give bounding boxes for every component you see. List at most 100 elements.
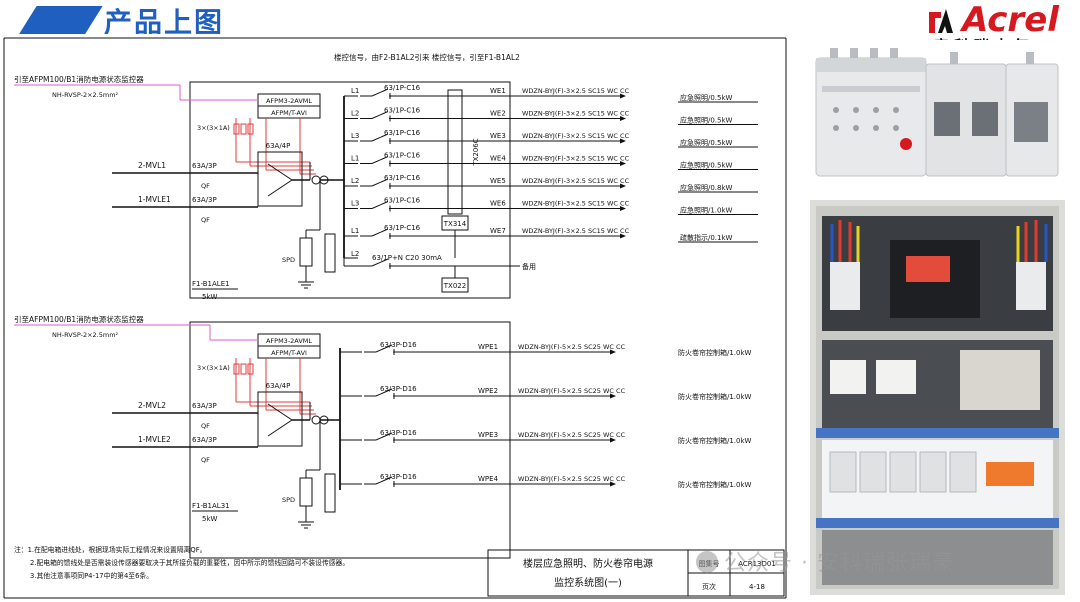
bms-signal-note: 楼控信号，由F2-B1AL2引来 楼控信号，引至F1-B1AL2 xyxy=(334,52,520,62)
note-line: 2.配电箱的馈线处是否需装设传感器要取决于其所接负载的重要性，因中所示的馈线回路… xyxy=(30,558,349,567)
breaker-2-label: 63A/3P xyxy=(192,196,217,204)
cable-spec: WDZN-BYJ(F)-3×2.5 SC15 WC CC xyxy=(522,177,630,185)
incoming-line-2: 1-MVLE2 xyxy=(138,435,171,444)
tx314-label: TX314 xyxy=(443,220,467,228)
wechat-icon xyxy=(696,551,718,573)
cable-spec: WDZN-BYJ(F)-5×2.5 SC25 WC CC xyxy=(518,387,626,395)
spare-breaker-rating: 63/1P+N C20 30mA xyxy=(372,254,442,262)
circuit-code: WE5 xyxy=(490,177,506,185)
breaker-rating: 63/1P-C16 xyxy=(384,152,421,160)
breaker-switch-blade xyxy=(371,133,389,142)
spd-symbol xyxy=(299,477,313,507)
phase-label: L1 xyxy=(351,87,359,95)
breaker-rating: 63/1P-C16 xyxy=(384,129,421,137)
breaker-switch-blade xyxy=(371,111,389,119)
breaker-switch-blade xyxy=(375,432,393,441)
breaker-rating: 63/3P-D16 xyxy=(380,429,417,437)
circuit-code: WE6 xyxy=(490,200,506,208)
cable-spec: NH-RVSP-2×2.5mm² xyxy=(52,91,119,99)
watermark: 公众号 · 安科瑞张瑞豪 xyxy=(696,545,955,577)
tx022-label: TX022 xyxy=(443,282,466,290)
page-label: 页次 xyxy=(702,582,716,591)
cable-spec: WDZN-BYJ(F)-3×2.5 SC15 WC CC xyxy=(522,132,630,140)
spd-label: SPD xyxy=(282,256,295,264)
circuit-code: WPE3 xyxy=(478,431,498,439)
current-transformer xyxy=(240,363,247,375)
qf-label: QF xyxy=(201,182,210,190)
arrow-head xyxy=(610,393,616,399)
arrow-head xyxy=(620,93,626,99)
incoming-line-1: 2-MVL1 xyxy=(138,161,166,170)
cable-spec: WDZN-BYJ(F)-3×2.5 SC15 WC CC xyxy=(522,155,630,163)
qf-label: QF xyxy=(201,422,210,430)
brand-name: Acrel xyxy=(962,0,1059,40)
monitor-label: 引至AFPM100/B1消防电源状态监控器 xyxy=(14,314,144,324)
circuit-code: WPE4 xyxy=(478,475,499,483)
incoming-line-2: 1-MVLE1 xyxy=(138,195,171,204)
module-afpmt xyxy=(257,345,321,359)
breaker-switch-blade xyxy=(375,388,393,397)
breaker-rating: 63/1P-C16 xyxy=(384,224,421,232)
arrow-head xyxy=(620,206,626,211)
panel-power: 5kW xyxy=(202,293,218,301)
drawing-subtitle: 监控系统图(一) xyxy=(554,576,622,589)
load-label: 疏散指示/0.1kW xyxy=(680,233,733,242)
module-afpmt xyxy=(257,105,321,119)
ats-blade xyxy=(267,163,293,181)
incoming-line-1: 2-MVL2 xyxy=(138,401,166,410)
load-label: 防火卷帘控制箱/1.0kW xyxy=(678,392,752,401)
monitor-label: 引至AFPM100/B1消防电源状态监控器 xyxy=(14,74,144,84)
breaker-1-label: 63A/3P xyxy=(192,162,217,170)
breaker-rating: 63/1P-C16 xyxy=(384,107,421,115)
breaker-switch-blade xyxy=(375,344,393,353)
monitor-device-photo xyxy=(800,40,1072,190)
load-label: 防火卷帘控制箱/1.0kW xyxy=(678,480,752,489)
breaker-switch-blade xyxy=(371,88,389,97)
load-label: 防火卷帘控制箱/1.0kW xyxy=(678,348,752,357)
page-number: 4-18 xyxy=(749,583,765,591)
ats-blade xyxy=(267,403,293,421)
ats-blade xyxy=(267,419,293,437)
phase-label: L3 xyxy=(351,132,359,140)
cable-spec: WDZN-BYJ(F)-3×2.5 SC15 WC CC xyxy=(522,87,630,95)
backup-relay xyxy=(324,473,336,513)
module-afpm3-label: AFPM3-2AVML xyxy=(266,337,312,345)
ats-label: 63A/4P xyxy=(266,382,291,390)
circuit-code: WE4 xyxy=(490,155,506,163)
banner: 产品上图 xyxy=(0,0,790,34)
cable-spec: WDZN-BYJ(F)-5×2.5 SC25 WC CC xyxy=(518,343,626,351)
breaker-rating: 63/1P-C16 xyxy=(384,84,421,92)
note-line: 3.其他注意事项同P4-17中的第4至6条。 xyxy=(30,571,153,580)
arrow-head xyxy=(610,349,616,355)
breaker-rating: 63/3P-D16 xyxy=(380,385,417,393)
module-afpmt-label: AFPM/T-AVI xyxy=(271,349,307,357)
ct-label: 3×(3×1A) xyxy=(197,124,230,132)
breaker-switch-blade xyxy=(371,178,389,187)
phase-label: L3 xyxy=(351,200,359,208)
arrow-head xyxy=(610,437,616,443)
spd-label: SPD xyxy=(282,496,295,504)
breaker-rating: 63/1P-C16 xyxy=(384,174,421,182)
spare-label: 备用 xyxy=(522,262,536,271)
breaker-switch-blade xyxy=(371,156,389,164)
load-label: 应急照明/0.5kW xyxy=(680,116,733,125)
cable-spec: WDZN-BYJ(F)-3×2.5 SC15 WC CC xyxy=(522,200,630,208)
phase-label: L1 xyxy=(351,227,359,235)
arrow-head xyxy=(620,138,626,144)
panel-name: F1-B1ALE1 xyxy=(192,280,230,288)
qf-label: QF xyxy=(201,216,210,224)
ct-ring xyxy=(311,175,321,185)
arrow-head xyxy=(620,183,626,189)
ats-switch xyxy=(257,391,303,447)
ats-label: 63A/4P xyxy=(266,142,291,150)
breaker-switch-blade xyxy=(371,228,389,237)
circuit-code: WE1 xyxy=(490,87,506,95)
circuit-code: WE3 xyxy=(490,132,506,140)
circuit-code: WE2 xyxy=(490,110,506,118)
phase-label: L2 xyxy=(351,177,359,185)
cable-spec: WDZN-BYJ(F)-5×2.5 SC25 WC CC xyxy=(518,431,626,439)
ct-ring xyxy=(311,415,321,425)
ats-blade xyxy=(267,179,293,197)
wiring-diagram: 楼控信号，由F2-B1AL2引来 楼控信号，引至F1-B1AL2 引至AFPM10… xyxy=(3,37,787,599)
banner-title: 产品上图 xyxy=(104,6,225,34)
